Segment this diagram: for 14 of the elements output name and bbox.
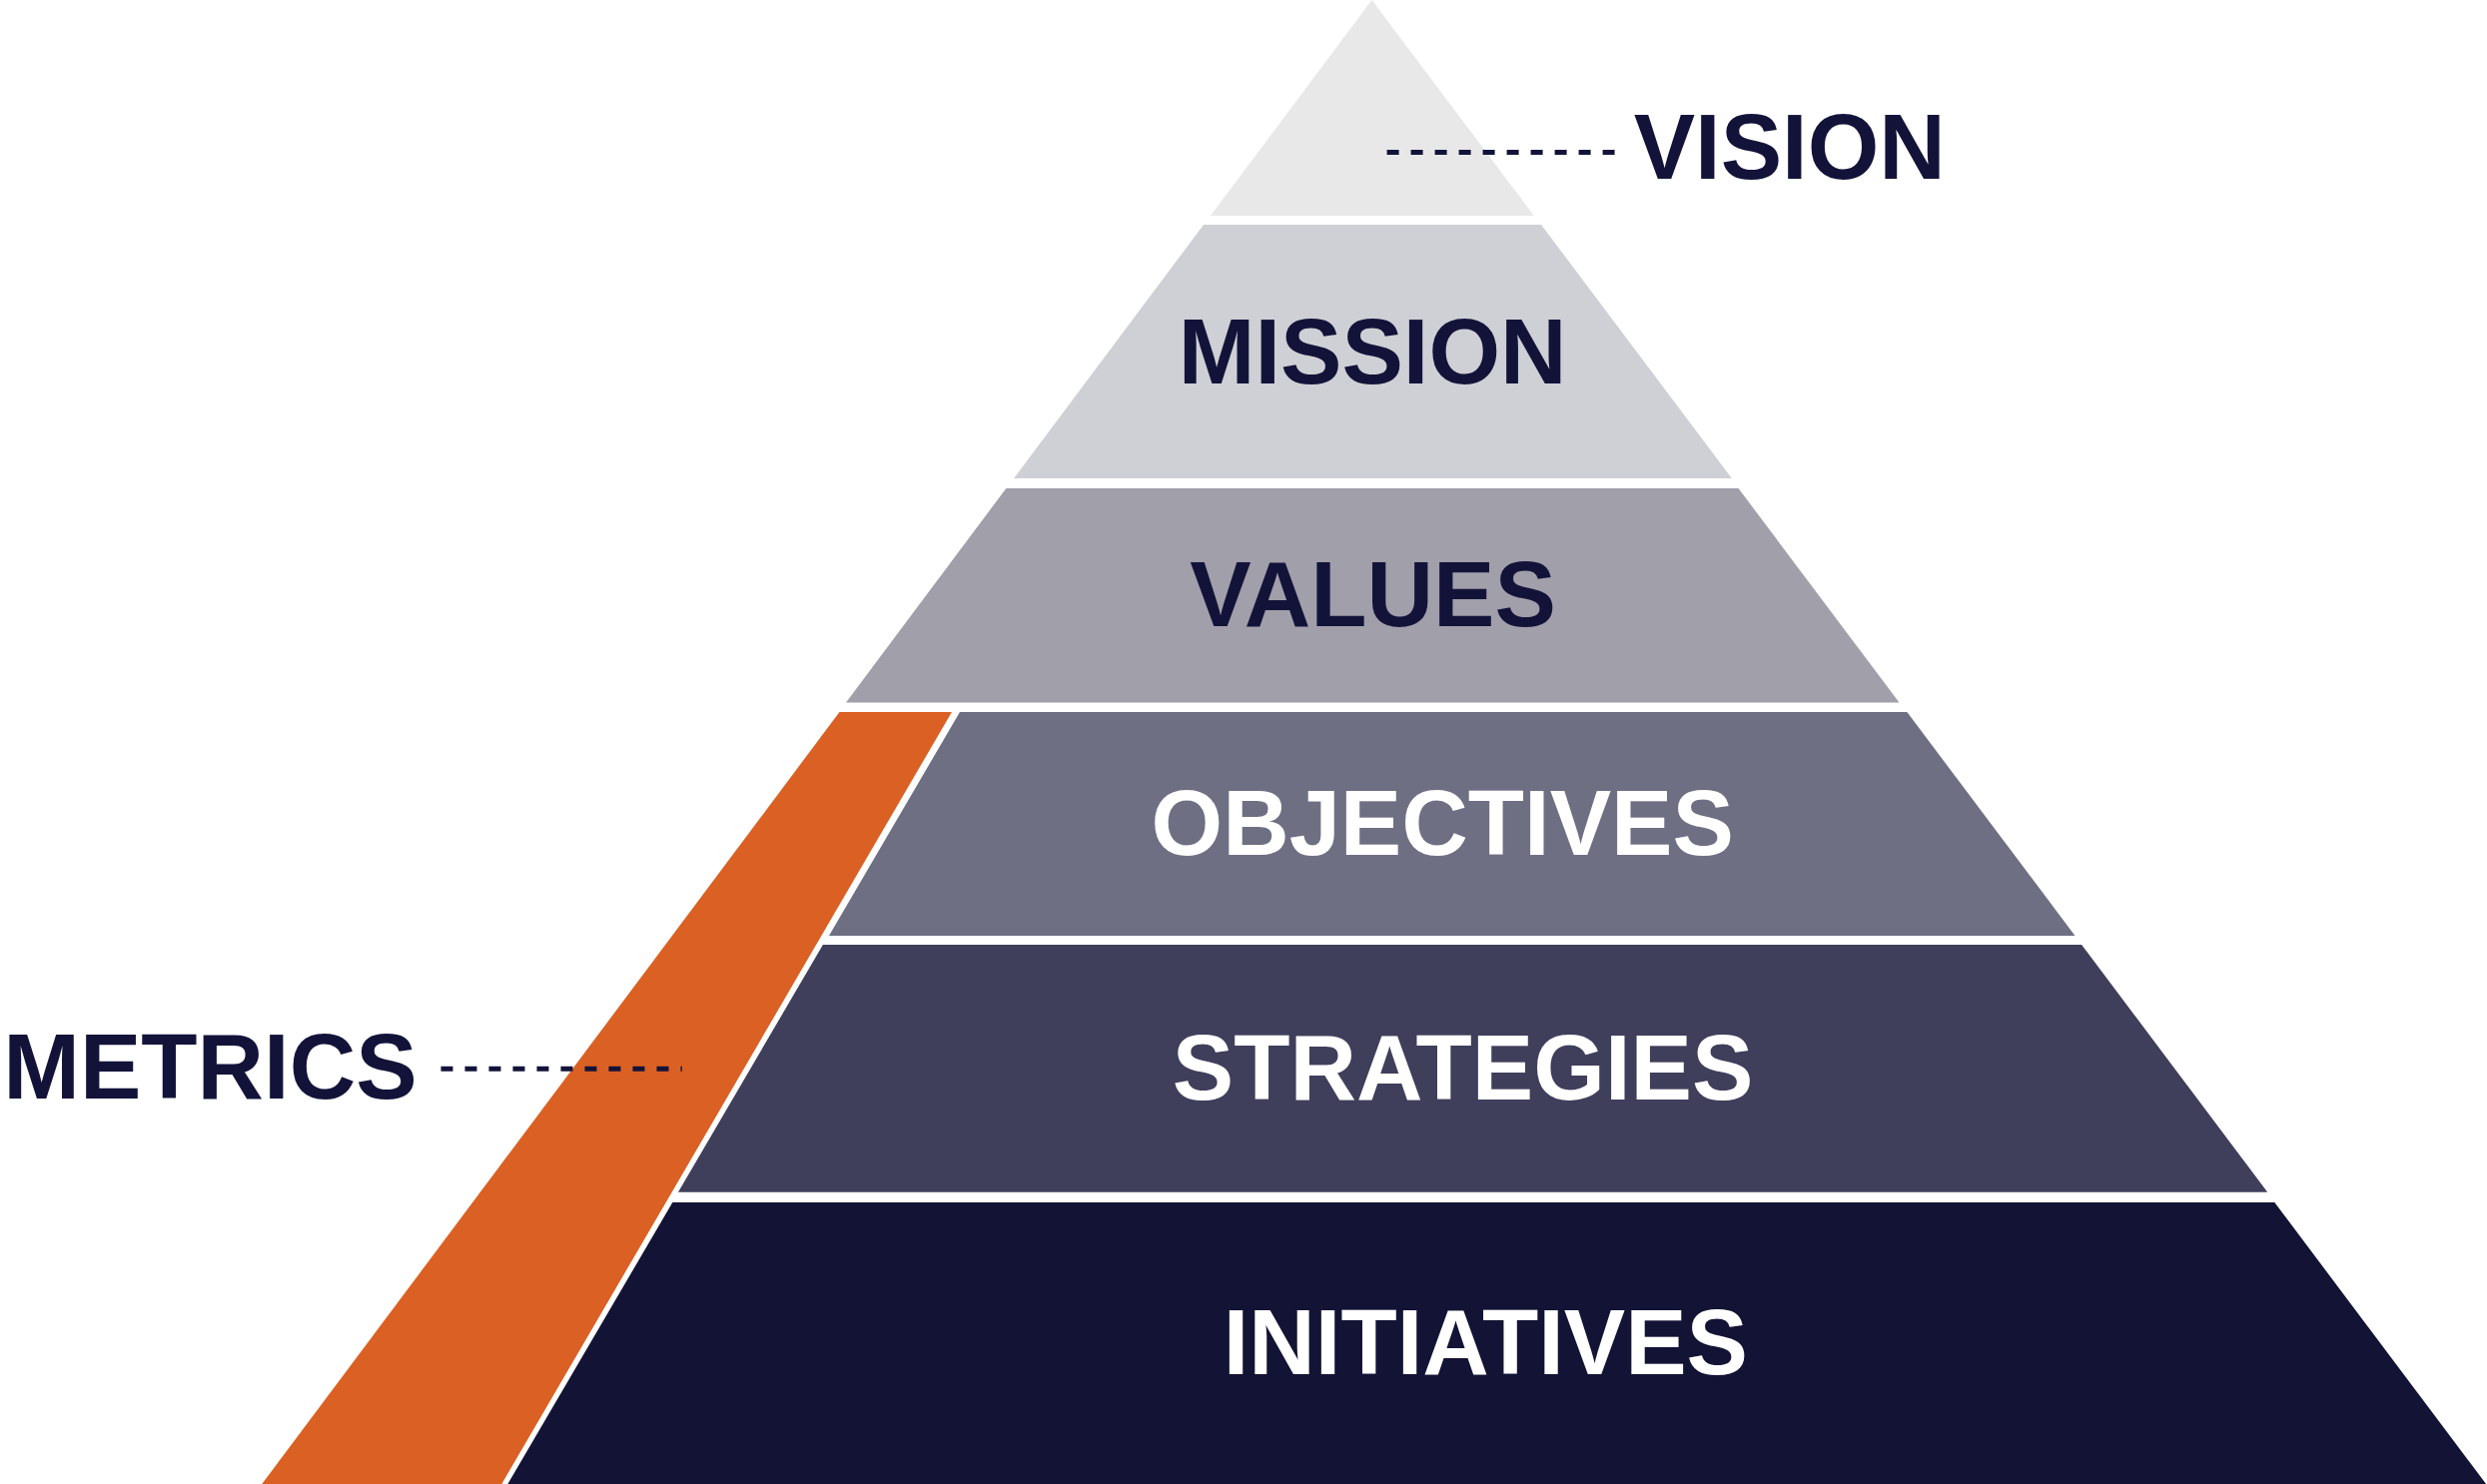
callout-label: VISION [1633,101,1946,194]
pyramid-tier [507,1201,2487,1484]
tier-label: OBJECTIVES [1151,777,1734,870]
tier-label: VALUES [1190,549,1556,642]
tier-label: STRATEGIES [1172,1023,1754,1115]
pyramid-apex [1211,0,1534,216]
pyramid-tier [846,488,1900,703]
pyramid-tier [678,945,2268,1193]
leader-line [440,1066,682,1072]
callout-label: METRICS [3,1021,417,1113]
pyramid-tier [828,712,2075,936]
tier-label: MISSION [1178,306,1567,398]
pyramid-tier [1013,225,1732,479]
tier-label: INITIATIVES [1223,1297,1749,1390]
